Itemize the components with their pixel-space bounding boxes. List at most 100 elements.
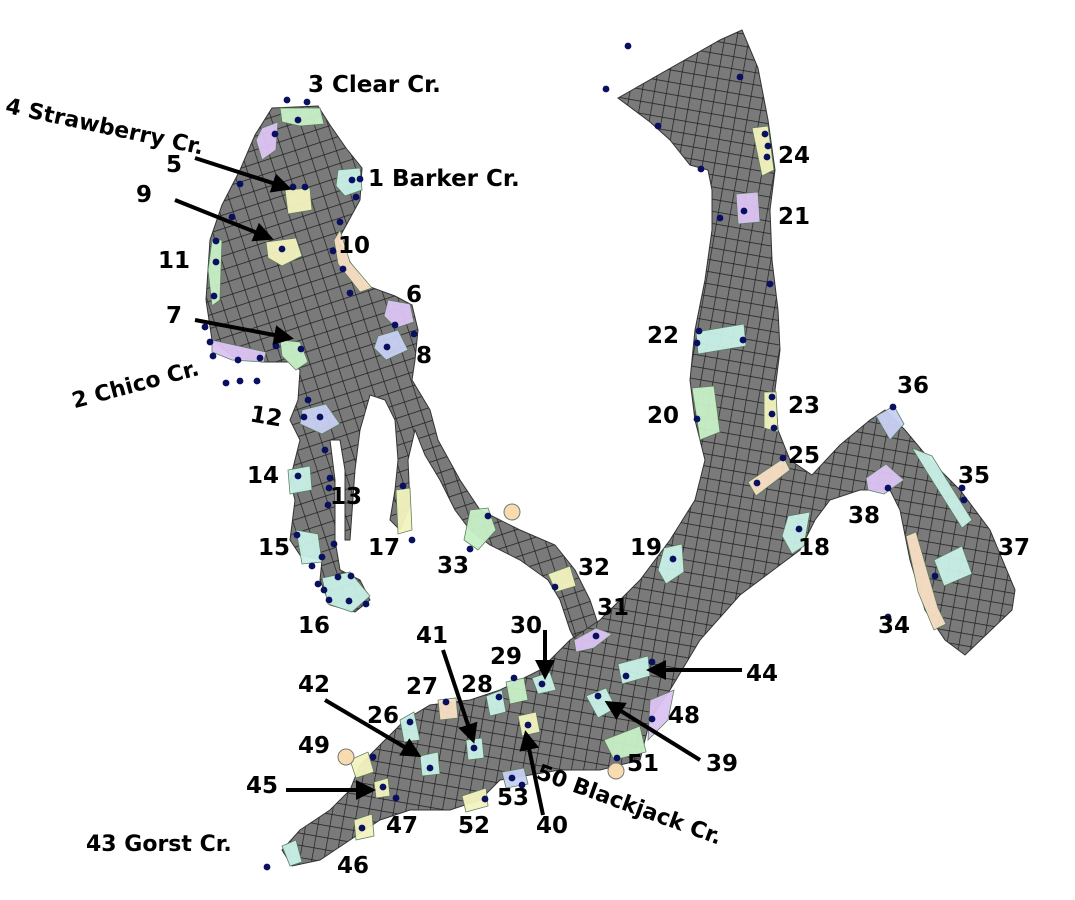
label-station-9: 9 [136,182,153,208]
station-dot [508,774,516,782]
label-station-26: 26 [367,703,400,729]
label-station-28: 28 [461,672,494,698]
station-dot [236,377,244,385]
zone-43 [281,839,303,867]
station-dot [622,672,630,680]
station-dot [466,545,474,553]
station-dot [669,555,677,563]
station-dot [201,323,209,331]
arrows [174,156,742,816]
label-station-6: 6 [406,282,423,308]
station-dot [753,479,761,487]
zone-29 [505,677,529,705]
station-dot [283,96,291,104]
zone-4 [255,121,279,161]
station-dot [761,130,769,138]
label-station-23: 23 [788,393,821,419]
label-station-8: 8 [416,343,433,369]
station-dot [209,352,217,360]
label-station-36: 36 [897,373,930,399]
station-dot [339,265,347,273]
arrow-42 [323,698,422,758]
station-dot [538,680,546,688]
label-station-16: 16 [298,613,331,639]
station-dot [736,73,744,81]
station-dot [326,474,334,482]
station-dot [336,218,344,226]
station-dot [352,193,360,201]
zone-34 [905,531,947,631]
station-dot [324,501,332,509]
station-dot [695,327,703,335]
zone-25 [747,457,791,497]
station-dot [779,454,787,462]
station-dot [278,245,286,253]
station-dot [383,343,391,351]
station-dots [201,42,968,871]
station-dot [648,715,656,723]
station-dot [321,446,329,454]
marker-circle [337,748,355,766]
zone-19 [657,543,685,585]
station-dot [294,472,302,480]
label-station-49: 49 [298,733,331,759]
station-dot [358,824,366,832]
arrow-39 [604,700,702,762]
station-dot [613,754,621,762]
label-station-45: 45 [246,773,279,799]
label-station-11: 11 [158,248,191,274]
zone-42 [419,751,441,777]
station-dot [356,175,364,183]
label-station-32: 32 [578,555,611,581]
label-station-3: 3 Clear Cr. [308,72,441,98]
station-dot [524,721,532,729]
arrow-9 [174,198,274,242]
label-station-41: 41 [416,623,449,649]
station-dot [392,794,400,802]
zone-38 [865,463,905,495]
station-dot [770,424,778,432]
label-station-22: 22 [647,323,680,349]
station-dot [602,85,610,93]
zone-24 [751,125,775,177]
zone-1 [335,167,363,197]
station-dot [293,531,301,539]
station-dot [347,572,355,580]
station-dot [518,781,526,789]
label-station-34: 34 [878,613,911,639]
station-dot [510,674,518,682]
zone-36 [875,405,905,441]
station-dot [362,600,370,608]
station-dot [346,289,354,297]
station-dot [763,153,771,161]
station-dot [716,214,724,222]
label-station-51: 51 [627,751,660,777]
label-station-46: 46 [337,853,370,879]
label-station-1: 1 Barker Cr. [368,166,520,192]
label-station-35: 35 [958,463,991,489]
station-dot [739,336,747,344]
zone-35 [911,447,973,529]
zones [207,107,973,867]
station-dot [399,482,407,490]
zone-52 [461,787,489,813]
station-dot [253,377,261,385]
zone-10 [333,229,373,293]
label-station-25: 25 [788,443,821,469]
station-dot [308,562,316,570]
station-dot [654,122,662,130]
label-station-29: 29 [490,644,523,670]
station-dot [410,330,418,338]
arrow-40 [519,730,545,816]
station-dot [222,379,230,387]
arrow-5 [194,156,292,193]
label-station-37: 37 [998,535,1031,561]
station-dot [228,213,236,221]
label-station-27: 27 [406,674,439,700]
zone-8 [373,329,409,361]
label-station-13: 13 [330,484,363,510]
station-dot [697,165,705,173]
label-station-42: 42 [298,672,331,698]
label-station-38: 38 [848,503,881,529]
zone-51 [603,725,647,761]
